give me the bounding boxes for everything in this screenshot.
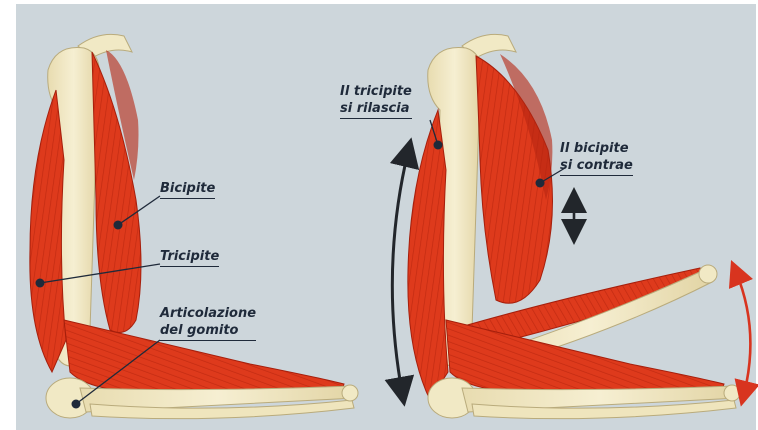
label-biceps-contracts: Il bicipite si contrae xyxy=(560,140,633,176)
label-biceps: Bicipite xyxy=(160,180,215,199)
label-triceps-relaxes: Il tricipite si rilascia xyxy=(340,83,412,119)
label-triceps: Tricipite xyxy=(160,248,219,267)
label-elbow-joint: Articolazione del gomito xyxy=(160,305,256,341)
